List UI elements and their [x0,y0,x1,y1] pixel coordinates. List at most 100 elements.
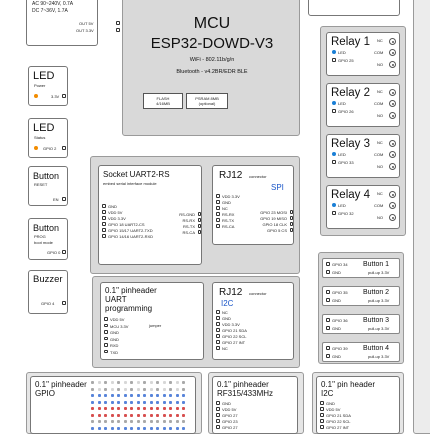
relay-gpio-pin [332,58,336,62]
gpio-pin-dot [156,413,159,417]
gpio-pin-dot [130,426,133,430]
gpio-pin-dot [143,387,146,391]
gpio-pin-dot [123,394,127,397]
gpio-pin-dot [182,394,185,397]
relay-terminal [389,61,396,68]
button-gnd-pin [326,298,330,302]
rf-header-row: GPIO 27 [216,425,266,431]
pin-pad [197,230,201,234]
led-power-pin: 3.3V [51,94,60,99]
gpio-pin-dot [117,381,120,384]
rj12-i2c-conn: connector [249,291,267,296]
pin-label: GPIO 19 MISO [260,216,287,221]
gpio-pin-dot [156,426,159,430]
gpio-pin-dot [123,407,127,410]
gpio-pin-dot [117,420,120,423]
button-pull: pull-up 3.3V [368,326,390,331]
button-gnd-label: GND [332,326,341,331]
gpio-pin-dot [169,426,172,430]
gpio-pin-dot [104,400,107,404]
pin-pad [102,228,106,232]
gpio-pin-dot [130,400,133,404]
relay-led-indicator [332,152,336,156]
rf-header-sub: RF315/433MHz [217,389,274,398]
gpio-pin-dot [162,394,166,397]
top-right-box [308,0,400,16]
buzzer-pin: GPIO 4 [41,301,55,306]
pin-pad [216,316,220,320]
pin-label: GPIO 18 UART2-CS [108,222,145,227]
pin-pad [216,206,220,210]
gpio-pin-dot [175,426,179,430]
button-pin [326,346,330,350]
relay-terminal [389,112,396,119]
socket-uart-block: Socket UART2-RS embed serial interface m… [98,165,202,265]
gpio-pin-dot [143,394,146,397]
pin-label: NC [222,346,228,351]
gpio-pin-dot [91,387,94,391]
pin-label: RS-RX [222,212,235,217]
gpio-pin-dot [162,400,166,404]
i2c-header-row: GPIO 22 SCL [320,419,380,425]
gpio-pin-dot [117,400,120,404]
gpio-pin-dot [149,394,153,397]
pin-pad [216,328,220,332]
gpio-pin-dot [143,400,146,404]
uart-left-row: GND [102,204,162,210]
relay-no-label: NO [377,164,383,169]
gpio-pin-dot [130,420,133,423]
uart-right-row: RS-CA [165,230,201,236]
pin-pad [216,425,220,429]
gpio-pin-dot [123,381,127,384]
pin-label: GPIO 27 INT [222,340,246,345]
relay-com-label: COM [374,50,384,55]
relay-gpio-pin [332,211,336,215]
relay-nc-label: NC [377,191,383,196]
uart-left-row: GPIO 18 UART2-CS [102,222,162,228]
power-ac-label: AC 90~240V, 0.7A [32,1,74,7]
gpio-pin-dot [136,394,140,397]
pin-label: GPIO 15/17 UART2-TXD [108,228,153,233]
gpio-pin-dot [149,381,153,384]
relay-nc-label: NC [377,89,383,94]
pin-label: GND [326,401,335,406]
pin-pad [320,413,324,417]
uart-right-row: RS-RX [165,218,201,224]
button-gpio-label: GPIO 35 [332,290,348,295]
pin-label: GND [108,204,117,209]
gpio-pin-dot [143,381,146,384]
spi-left-row: NC [216,206,252,212]
gpio-pin-dot [123,400,127,404]
gpio-pin-dot [175,420,179,423]
rj12-i2c-row: GPIO 21 SDA [216,328,276,334]
relay-nc-label: NC [377,38,383,43]
rj12-i2c-row: GPIO 22 SCL [216,334,276,340]
rj12-spi-conn: connector [249,174,267,179]
gpio-pin-dot [110,400,114,404]
rf-header-row: VDD 5V [216,407,266,413]
relay-title: Relay 1 [331,36,370,48]
button-pull: pull-up 3.3V [368,298,390,303]
gpio-pin-dot [143,407,146,410]
i2c-header-row: VDD 5V [320,407,380,413]
gpio-pin-dot [182,381,185,384]
gpio-pin-dot [182,407,185,410]
uart-right-row: RS-TX [165,224,201,230]
rf-header-row: GPIO 27 [216,413,266,419]
pin-label: RS-RX [182,218,195,223]
pin-pad [216,212,220,216]
spi-right-row: GPIO 18 CLK [253,222,293,228]
pin-pad [216,419,220,423]
gpio-header-block: 0.1" pinheader GPIO [30,376,196,434]
mcu-block: MCU ESP32-DOWD-V3 WiFi - 802.11b/g/n Blu… [122,0,300,136]
pin-pad [320,401,324,405]
pin-label: MCU 3.3V [110,323,129,329]
gpio-pin-dot [104,394,107,397]
gpio-pin-dot [130,381,133,384]
